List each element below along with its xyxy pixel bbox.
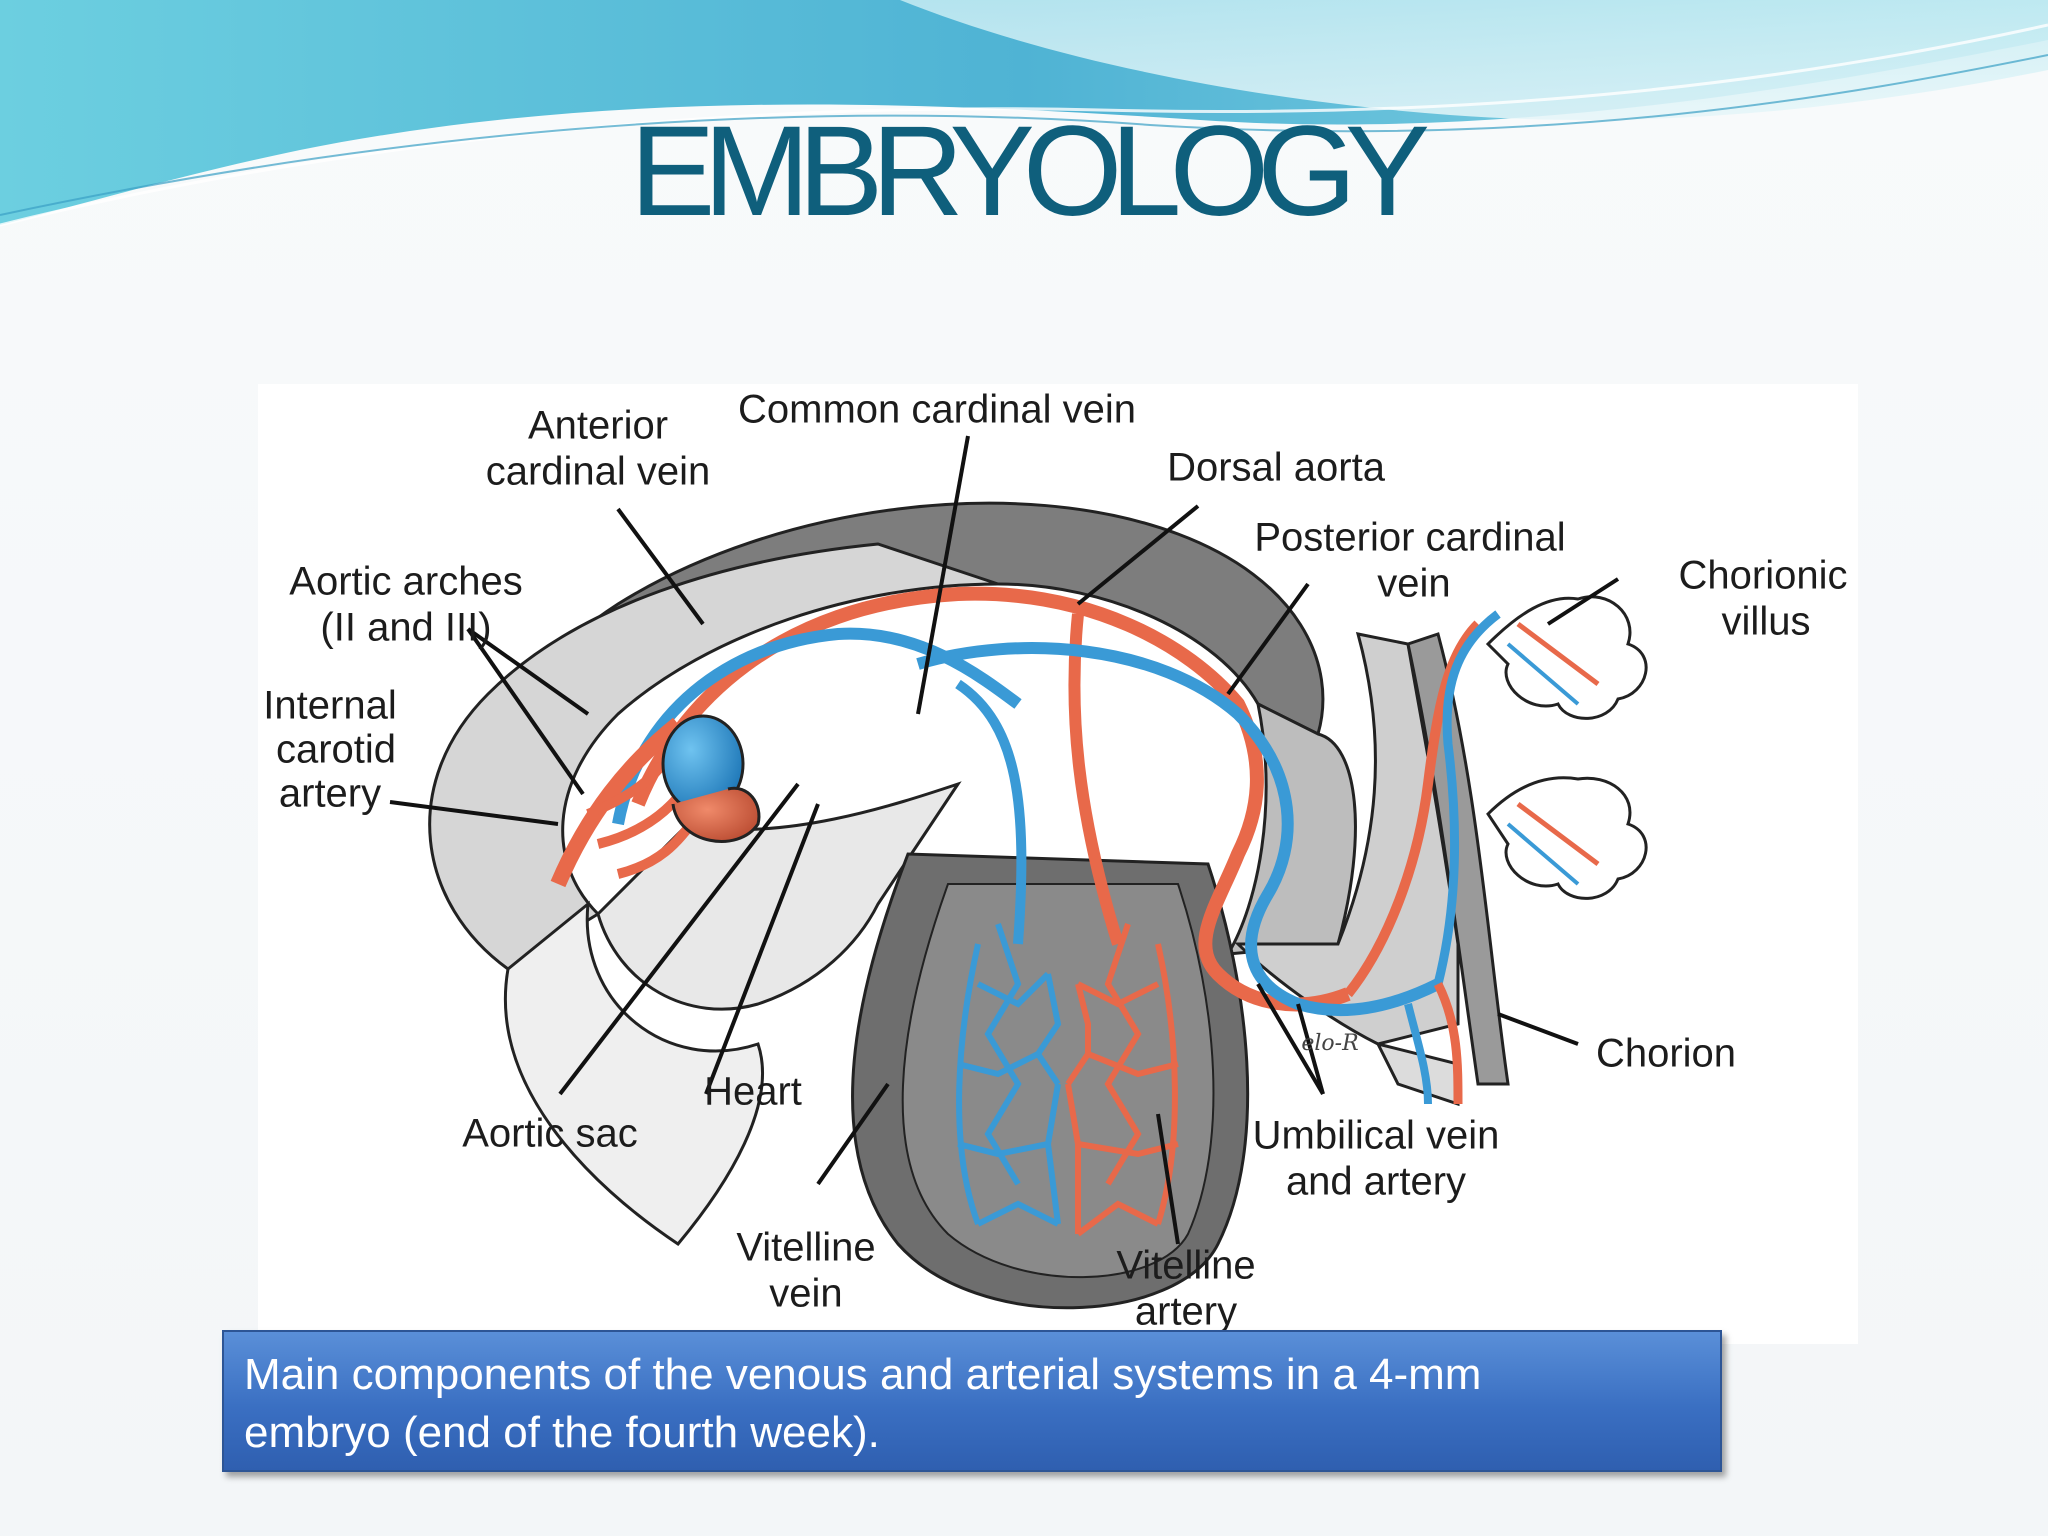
- yolk-sac: [851, 852, 1250, 1310]
- embryo-circulation-diagram: Common cardinal vein Anterior cardinal v…: [263, 388, 1847, 1334]
- slide-title: EMBRYOLOGY: [629, 100, 1430, 243]
- label-umbilical-vein-artery: and artery: [1286, 1160, 1466, 1204]
- diagram-labels: Common cardinal vein Anterior cardinal v…: [263, 388, 1847, 1334]
- label-common-cardinal-vein: Common cardinal vein: [738, 388, 1136, 432]
- label-internal-carotid-artery: carotid: [276, 728, 396, 772]
- caption-line: Main components of the venous and arteri…: [244, 1350, 1482, 1399]
- label-posterior-cardinal-vein: Posterior cardinal: [1254, 516, 1565, 560]
- label-chorionic-villus: villus: [1722, 600, 1811, 644]
- label-aortic-sac: Aortic sac: [462, 1112, 638, 1156]
- label-internal-carotid-artery: Internal: [263, 684, 396, 728]
- leader-lines: [389, 435, 1620, 1245]
- label-aortic-arches: (II and III): [320, 606, 491, 650]
- circulation-figure: Common cardinal vein Anterior cardinal v…: [258, 384, 1858, 1344]
- heart-shape: [661, 714, 761, 843]
- label-umbilical-vein-artery: Umbilical vein: [1253, 1114, 1500, 1158]
- label-vitelline-artery: artery: [1135, 1290, 1237, 1334]
- label-aortic-arches: Aortic arches: [289, 560, 522, 604]
- caption-line: embryo (end of the fourth week).: [244, 1408, 880, 1457]
- label-vitelline-vein: vein: [769, 1272, 842, 1316]
- label-vitelline-vein: Vitelline: [736, 1226, 875, 1270]
- label-anterior-cardinal-vein: Anterior: [528, 404, 668, 448]
- label-posterior-cardinal-vein: vein: [1377, 562, 1450, 606]
- label-vitelline-artery: Vitelline: [1116, 1244, 1255, 1288]
- artist-signature: elo-R: [1301, 1031, 1358, 1056]
- umbilical-vessels: [1344, 610, 1501, 1105]
- header-wave-decoration: [0, 0, 2048, 227]
- label-dorsal-aorta: Dorsal aorta: [1167, 446, 1386, 490]
- label-heart: Heart: [704, 1070, 802, 1114]
- label-internal-carotid-artery: artery: [279, 772, 381, 816]
- label-chorionic-villus: Chorionic: [1679, 554, 1848, 598]
- chorionic-villi: [1485, 595, 1648, 900]
- caption-box: Main components of the venous and arteri…: [222, 1330, 1722, 1472]
- label-anterior-cardinal-vein: cardinal vein: [486, 450, 711, 494]
- label-chorion: Chorion: [1596, 1032, 1736, 1076]
